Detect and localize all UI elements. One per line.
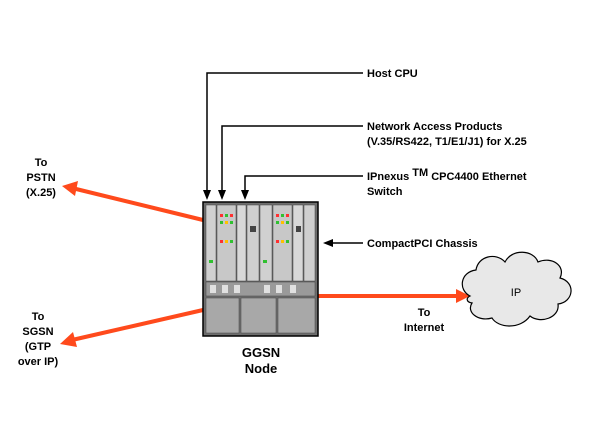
ipnexus-product: CPC4400 Ethernet bbox=[431, 171, 527, 183]
compactpci-label: CompactPCI Chassis bbox=[367, 238, 478, 250]
network-access-label-line1: Network Access Products bbox=[367, 121, 502, 133]
ipnexus-trademark: TM bbox=[412, 167, 428, 179]
sgsn-label-line1: To bbox=[32, 311, 45, 323]
ipnexus-brand: IPnexus bbox=[367, 171, 409, 183]
ip-cloud: IP bbox=[461, 251, 572, 327]
card-slots bbox=[205, 204, 316, 282]
internet-label-line1: To bbox=[418, 307, 431, 319]
ipnexus-connector bbox=[241, 175, 363, 200]
sgsn-label-line4: over IP) bbox=[18, 356, 59, 368]
sgsn-link-arrow bbox=[60, 308, 204, 347]
ip-cloud-label: IP bbox=[511, 287, 521, 299]
card-leds bbox=[209, 214, 301, 263]
pstn-label-line1: To bbox=[35, 157, 48, 169]
node-label-line2: Node bbox=[245, 361, 278, 376]
ipnexus-label-line2: Switch bbox=[367, 186, 403, 198]
node-label-line1: GGSN bbox=[242, 345, 280, 360]
internet-link-arrow bbox=[318, 289, 470, 303]
network-access-connector bbox=[218, 125, 363, 200]
sgsn-label-line2: SGSN bbox=[22, 326, 53, 338]
compactpci-arrow bbox=[323, 239, 363, 247]
connector-ports bbox=[205, 281, 316, 297]
pstn-link-arrow bbox=[62, 181, 204, 222]
internet-label-line2: Internet bbox=[404, 322, 445, 334]
pstn-label-line3: (X.25) bbox=[26, 187, 56, 199]
sgsn-label-line3: (GTP bbox=[25, 341, 51, 353]
pstn-label-line2: PSTN bbox=[26, 172, 55, 184]
host-cpu-connector bbox=[203, 72, 363, 200]
ipnexus-label-line1: IPnexus TM CPC4400 Ethernet bbox=[367, 167, 527, 183]
compactpci-chassis bbox=[202, 201, 319, 337]
host-cpu-label: Host CPU bbox=[367, 68, 418, 80]
network-access-label-line2: (V.35/RS422, T1/E1/J1) for X.25 bbox=[367, 136, 527, 148]
power-supplies bbox=[205, 297, 316, 334]
